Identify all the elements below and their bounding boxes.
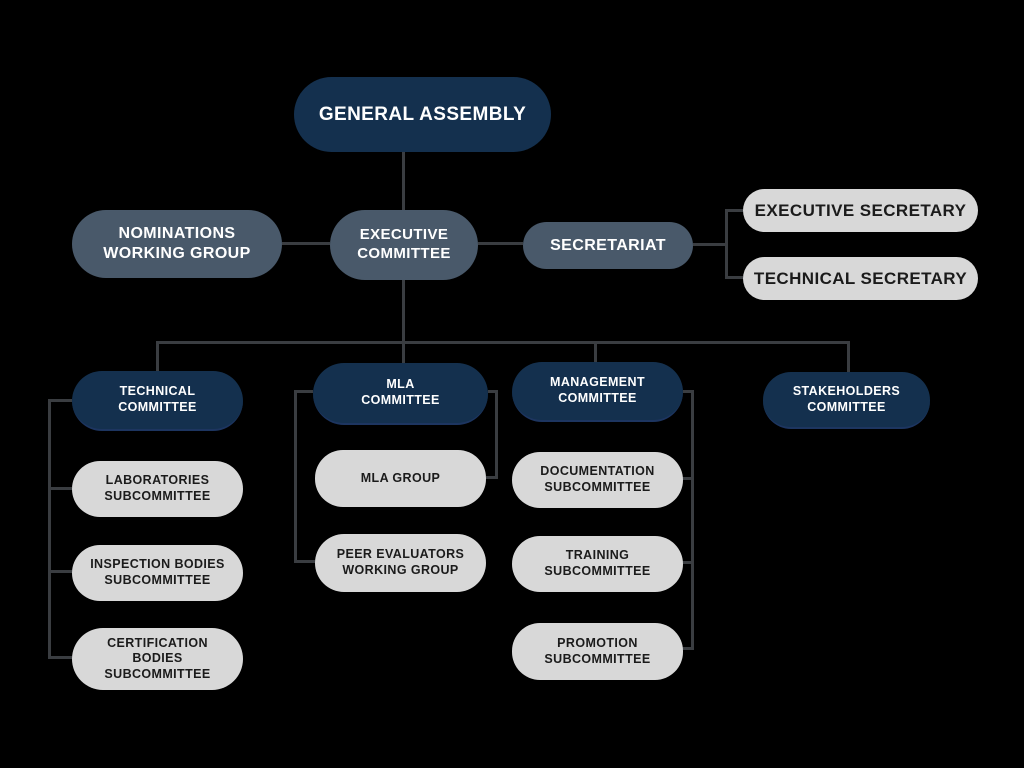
connector-line: [156, 341, 850, 344]
node-technical-secretary: TECHNICAL SECRETARY: [743, 257, 978, 300]
connector-line: [48, 399, 72, 402]
connector-line: [725, 209, 728, 279]
node-label: PROMOTION SUBCOMMITTEE: [544, 635, 651, 666]
connector-line: [683, 390, 694, 393]
node-documentation-subcommittee: DOCUMENTATION SUBCOMMITTEE: [512, 452, 683, 508]
connector-line: [478, 242, 523, 245]
connector-line: [725, 276, 743, 279]
connector-line: [402, 341, 405, 364]
connector-line: [725, 209, 743, 212]
node-peer-evaluators-working-group: PEER EVALUATORS WORKING GROUP: [315, 534, 486, 592]
node-label: EXECUTIVE COMMITTEE: [357, 226, 451, 262]
node-label: EXECUTIVE SECRETARY: [754, 200, 967, 220]
connector-line: [294, 560, 315, 563]
connector-line: [682, 647, 694, 650]
connector-line: [48, 656, 72, 659]
node-executive-secretary: EXECUTIVE SECRETARY: [743, 189, 978, 232]
connector-line: [495, 390, 498, 479]
connector-line: [847, 341, 850, 373]
node-label: TRAINING SUBCOMMITTEE: [544, 548, 651, 578]
node-certification-bodies-subcommittee: CERTIFICATION BODIES SUBCOMMITTEE: [72, 628, 243, 690]
node-laboratories-subcommittee: LABORATORIES SUBCOMMITTEE: [72, 461, 243, 517]
connector-line: [486, 476, 498, 479]
connector-line: [682, 477, 694, 480]
node-label: DOCUMENTATION SUBCOMMITTEE: [540, 464, 655, 494]
node-promotion-subcommittee: PROMOTION SUBCOMMITTEE: [512, 623, 683, 680]
node-label: MLA GROUP: [360, 470, 441, 485]
node-label: MANAGEMENT COMMITTEE: [550, 375, 645, 405]
connector-line: [48, 399, 51, 659]
node-secretariat: SECRETARIAT: [523, 222, 693, 269]
node-label: CERTIFICATION BODIES SUBCOMMITTEE: [104, 635, 211, 681]
connector-line: [282, 242, 330, 245]
connector-line: [693, 243, 727, 246]
connector-line: [156, 341, 159, 372]
node-executive-committee: EXECUTIVE COMMITTEE: [330, 210, 478, 280]
node-label: TECHNICAL COMMITTEE: [118, 384, 197, 414]
node-mla-committee: MLA COMMITTEE: [313, 363, 488, 425]
node-label: LABORATORIES SUBCOMMITTEE: [104, 473, 211, 503]
connector-line: [402, 280, 405, 343]
connector-line: [488, 390, 498, 393]
node-general-assembly: GENERAL ASSEMBLY: [294, 77, 551, 152]
node-mla-group: MLA GROUP: [315, 450, 486, 507]
node-training-subcommittee: TRAINING SUBCOMMITTEE: [512, 536, 683, 592]
connector-line: [294, 390, 313, 393]
node-label: NOMINATIONS WORKING GROUP: [103, 225, 251, 262]
node-management-committee: MANAGEMENT COMMITTEE: [512, 362, 683, 422]
connector-line: [682, 561, 694, 564]
node-label: MLA COMMITTEE: [361, 377, 440, 407]
node-nominations-working-group: NOMINATIONS WORKING GROUP: [72, 210, 282, 278]
node-technical-committee: TECHNICAL COMMITTEE: [72, 371, 243, 431]
connector-line: [48, 487, 72, 490]
node-label: PEER EVALUATORS WORKING GROUP: [336, 547, 465, 577]
connector-line: [402, 152, 405, 212]
connector-line: [48, 570, 72, 573]
node-label: GENERAL ASSEMBLY: [318, 103, 527, 125]
node-label: STAKEHOLDERS COMMITTEE: [792, 383, 901, 414]
connector-line: [594, 341, 597, 363]
connector-line: [294, 390, 297, 563]
node-label: TECHNICAL SECRETARY: [753, 268, 968, 288]
connector-line: [691, 390, 694, 650]
node-label: INSPECTION BODIES SUBCOMMITTEE: [90, 557, 225, 587]
node-stakeholders-committee: STAKEHOLDERS COMMITTEE: [763, 372, 930, 429]
node-label: SECRETARIAT: [550, 236, 666, 254]
node-inspection-bodies-subcommittee: INSPECTION BODIES SUBCOMMITTEE: [72, 545, 243, 601]
